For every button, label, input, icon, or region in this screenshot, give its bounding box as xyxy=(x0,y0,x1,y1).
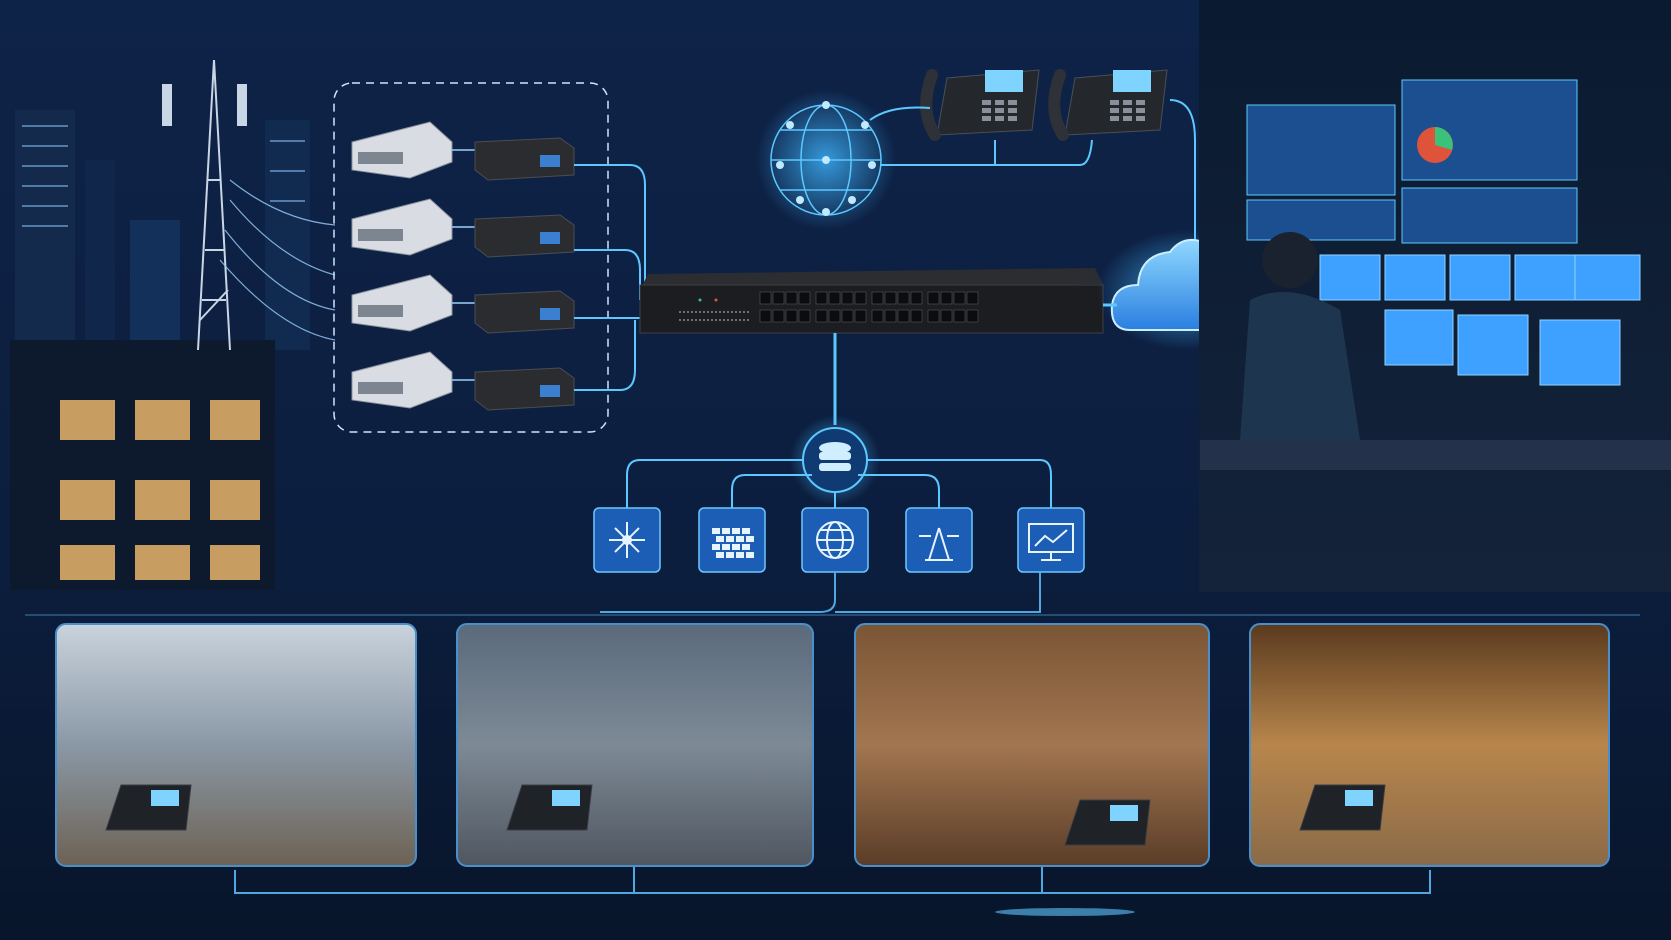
media-converter-icon xyxy=(474,137,575,181)
switch-port xyxy=(772,291,785,305)
switch-port xyxy=(966,291,979,305)
network-switch xyxy=(639,268,1104,334)
switch-port xyxy=(785,309,798,323)
switch-port xyxy=(927,309,940,323)
switch-port xyxy=(927,291,940,305)
city-skyline xyxy=(10,110,310,590)
scene-links xyxy=(25,572,1640,894)
service-links xyxy=(626,459,1052,508)
monitor-chart-icon xyxy=(1017,507,1085,573)
switch-port xyxy=(841,291,854,305)
switch-port xyxy=(815,291,828,305)
database-icon xyxy=(790,415,880,505)
voip-gateway-icon xyxy=(351,198,453,256)
device-links xyxy=(574,164,646,391)
switch-port xyxy=(953,309,966,323)
switch-port xyxy=(871,291,884,305)
voip-gateway-icon xyxy=(351,351,453,409)
switch-port xyxy=(897,309,910,323)
antenna-icon xyxy=(905,507,973,573)
cell-tower-icon xyxy=(162,59,247,351)
switch-port xyxy=(884,309,897,323)
media-converter-icon xyxy=(474,367,575,411)
control-room xyxy=(1199,0,1671,592)
scene-factory xyxy=(456,623,814,867)
internet-globe-icon xyxy=(756,90,896,230)
switch-port xyxy=(884,291,897,305)
switch-port xyxy=(854,291,867,305)
scene-office xyxy=(55,623,417,867)
switch-port xyxy=(940,309,953,323)
switch-port xyxy=(759,309,772,323)
switch-port xyxy=(953,291,966,305)
switch-port xyxy=(828,291,841,305)
scene-hotel-room xyxy=(854,623,1210,867)
switch-port xyxy=(897,291,910,305)
switch-port xyxy=(871,309,884,323)
media-converter-icon xyxy=(474,214,575,258)
network-topology-icon xyxy=(593,507,661,573)
switch-port xyxy=(759,291,772,305)
switch-port xyxy=(785,291,798,305)
switch-port xyxy=(966,309,979,323)
switch-port xyxy=(798,309,811,323)
phone-links xyxy=(869,99,1258,301)
device-group-box xyxy=(333,82,609,433)
switch-port xyxy=(854,309,867,323)
firewall-icon xyxy=(698,507,766,573)
tower-cables xyxy=(219,179,336,341)
ip-phone-icon xyxy=(1299,784,1386,831)
switch-port xyxy=(772,309,785,323)
ip-phone-icon xyxy=(1048,69,1168,141)
voip-gateway-icon xyxy=(351,121,453,179)
switch-port xyxy=(798,291,811,305)
ip-phone-icon xyxy=(1064,799,1151,846)
glow-accent xyxy=(995,908,1135,916)
switch-port xyxy=(940,291,953,305)
ip-phone-icon xyxy=(506,784,593,831)
media-converter-icon xyxy=(474,290,575,334)
switch-port xyxy=(815,309,828,323)
scene-supermarket xyxy=(1249,623,1610,867)
switch-port xyxy=(841,309,854,323)
switch-port xyxy=(828,309,841,323)
voip-gateway-icon xyxy=(351,274,453,332)
switch-port xyxy=(910,291,923,305)
globe-icon xyxy=(801,507,869,573)
operator xyxy=(1262,232,1318,288)
switch-port xyxy=(910,309,923,323)
ip-phone-icon xyxy=(105,784,192,831)
